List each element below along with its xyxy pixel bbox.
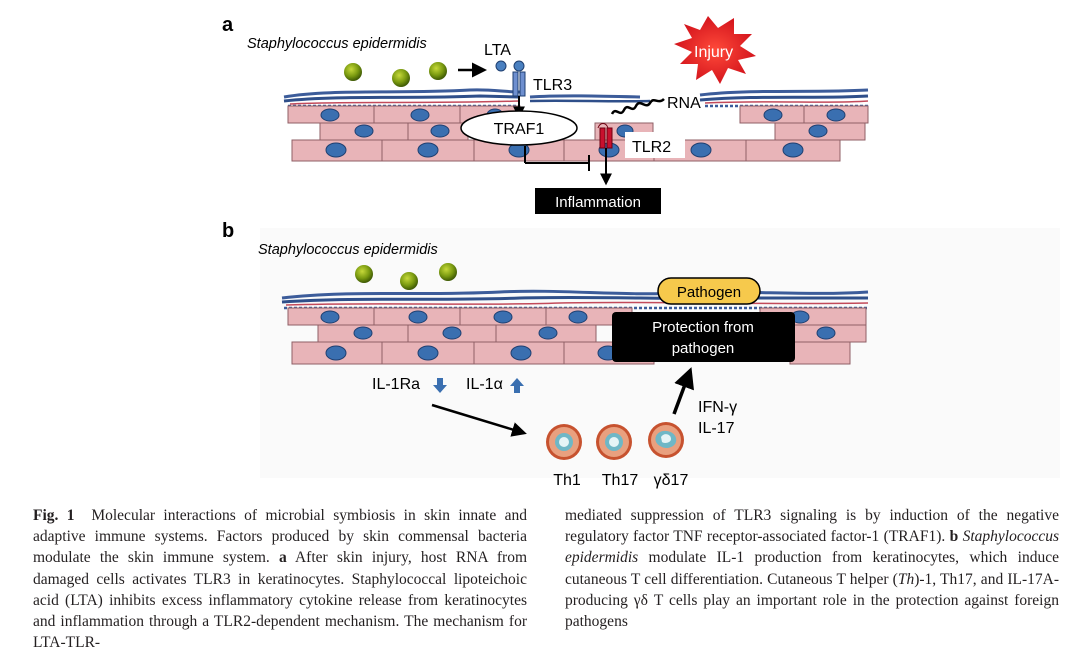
- panel-a-organism: Staphylococcus epidermidis: [247, 36, 427, 52]
- caption-right-run: mediated suppression of TLR3 signaling i…: [565, 507, 1059, 546]
- inflammation-box: [535, 188, 661, 214]
- th1-label: Th1: [553, 472, 581, 489]
- tlr3-receptor: [512, 71, 526, 97]
- il1ra-label: IL-1Ra: [372, 376, 420, 393]
- th17-label: Th17: [602, 472, 639, 489]
- tlr2-inhibition-path: [524, 146, 590, 171]
- th17-cell: [596, 424, 632, 460]
- th1-cell: [546, 424, 582, 460]
- gd17-cell: [648, 422, 684, 458]
- inflammation-label: Inflammation: [555, 194, 641, 211]
- caption-right-run: Th: [897, 570, 915, 588]
- tlr2-label: TLR2: [632, 139, 671, 156]
- caption-right-run: b: [949, 528, 959, 546]
- caption-left-run: After skin injury, host RNA from damaged…: [33, 549, 527, 652]
- panel-b-letter: b: [222, 220, 234, 242]
- stratum-corneum-a: [283, 88, 869, 108]
- pathogen-pill: [657, 277, 761, 305]
- ifng-label: IFN-γ: [698, 399, 737, 416]
- panel-b-organism: Staphylococcus epidermidis: [258, 242, 438, 258]
- figure: a Staphylococcus epidermidis: [222, 14, 869, 489]
- bacteria-a: [344, 62, 447, 87]
- gd17-label: γδ17: [654, 472, 689, 489]
- protection-box: [612, 312, 795, 362]
- caption-right-column: mediated suppression of TLR3 signaling i…: [565, 505, 1059, 632]
- il17-label: IL-17: [698, 420, 735, 437]
- lta-label: LTA: [484, 42, 511, 59]
- rna-label: RNA: [667, 95, 701, 112]
- caption-left-column: Fig. 1 Molecular interactions of microbi…: [33, 505, 527, 653]
- caption-right-run: modulate IL-1 production from keratinocy…: [565, 549, 1059, 588]
- protection-label-line2: pathogen: [672, 340, 735, 357]
- tlr2-receptor: [597, 123, 613, 149]
- injury-burst: Injury: [674, 16, 756, 84]
- injury-label: Injury: [694, 44, 733, 61]
- rna-wave: [610, 98, 665, 115]
- caption-left-text: Molecular interactions of microbial symb…: [33, 507, 527, 651]
- lta-molecules: [495, 60, 525, 72]
- bacteria-b: [355, 263, 457, 290]
- il1a-up-arrow-icon: [510, 378, 524, 393]
- il1a-label: IL-1α: [466, 376, 503, 393]
- t-cells: Th1 Th17 γδ17: [546, 422, 688, 489]
- tlr3-label: TLR3: [533, 77, 572, 94]
- panel-a-letter: a: [222, 14, 234, 36]
- caption-right-run: Staphylococcus epidermidis: [565, 528, 1059, 567]
- traf1-oval: [460, 110, 578, 146]
- caption-left-run: Molecular interactions of microbial symb…: [33, 507, 527, 567]
- traf1-label: TRAF1: [494, 121, 545, 138]
- cytokines-to-protection-arrow: [672, 367, 694, 415]
- pathogen-label: Pathogen: [677, 284, 741, 301]
- protection-label-line1: Protection from: [652, 319, 754, 336]
- il1ra-down-arrow-icon: [433, 378, 447, 393]
- tlr2-label-bg: [625, 132, 685, 158]
- caption-right-run: )-1, Th17, and IL-17A-producing γδ T cel…: [565, 570, 1059, 631]
- caption-left-run: a: [278, 549, 287, 567]
- figure-label: Fig. 1: [33, 507, 75, 524]
- il1-to-tcells-arrow: [431, 403, 527, 437]
- figure-canvas: a Staphylococcus epidermidis: [222, 14, 869, 489]
